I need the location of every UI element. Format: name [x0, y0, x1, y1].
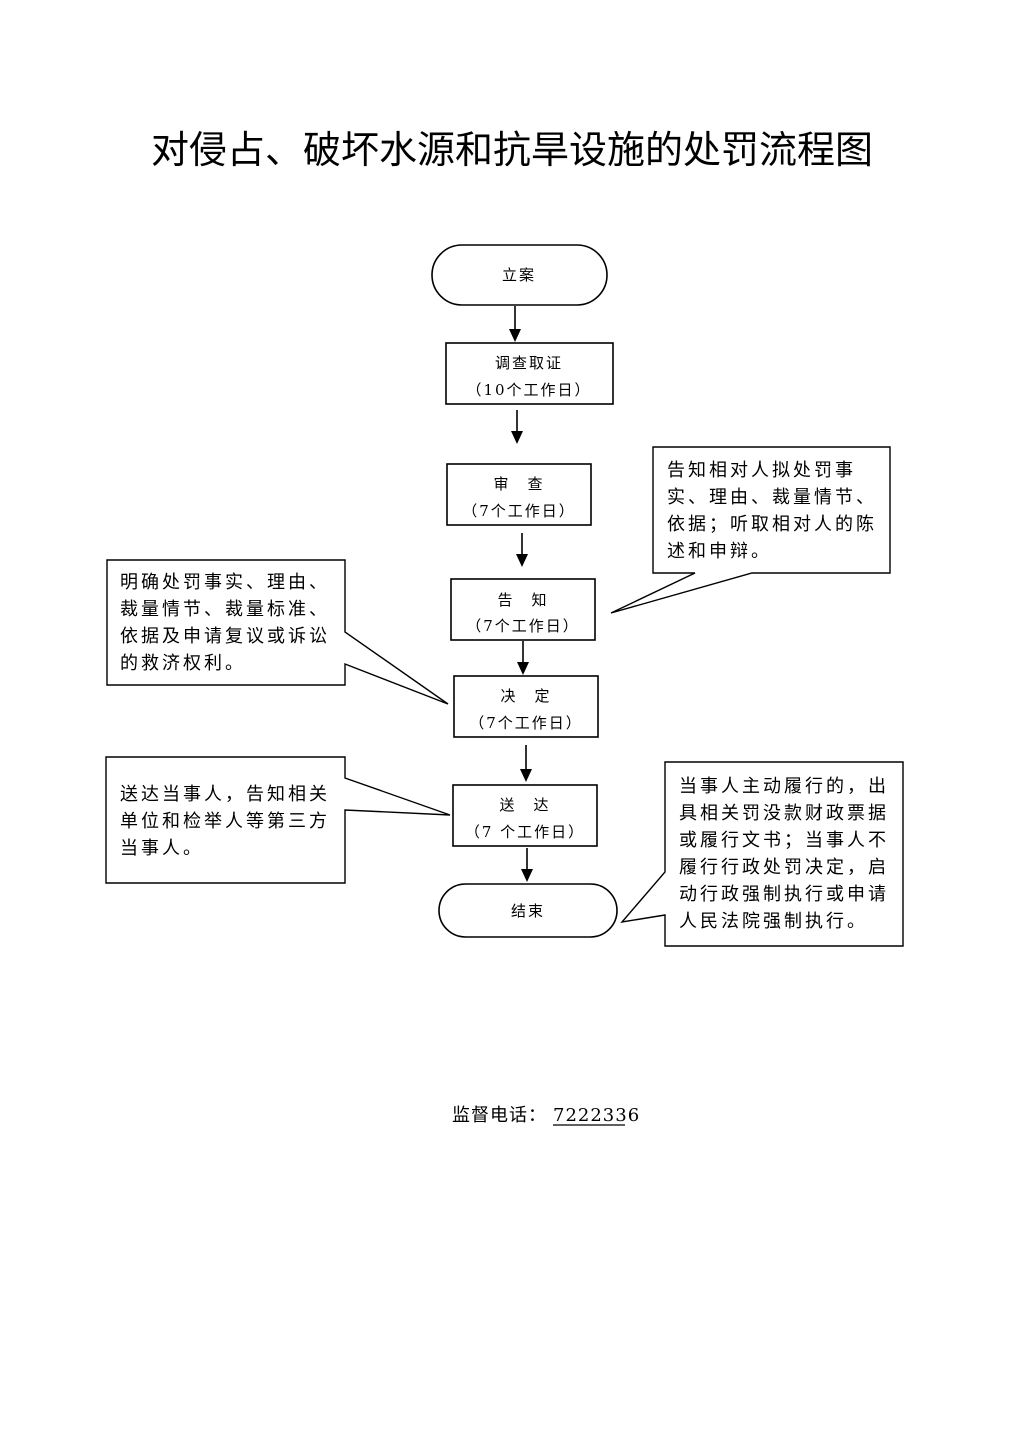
- note-jieshu-callout-shape: [620, 761, 904, 947]
- note-songda-line: 送达当事人，告知相关: [120, 784, 330, 805]
- arrowhead-icon: [516, 554, 528, 567]
- terminal-shape: [438, 883, 618, 938]
- node-duration: （7个工作日）: [469, 714, 583, 732]
- node-diaocha: 调查取证 （10个工作日）: [445, 342, 614, 405]
- note-songda: 送达当事人，告知相关 单位和检举人等第三方 当事人。: [105, 756, 451, 884]
- note-jieshu-line: 当事人主动履行的，出: [679, 776, 889, 797]
- node-label: 结束: [511, 902, 545, 920]
- note-gaozhi-line: 述和申辩。: [667, 541, 772, 562]
- note-jieshu-line: 动行政强制执行或申请: [679, 884, 889, 905]
- supervision-phone-number: 7222336: [553, 1105, 640, 1126]
- node-duration: （7个工作日）: [466, 617, 580, 635]
- arrowhead-icon: [521, 869, 533, 882]
- page-title: 对侵占、破坏水源和抗旱设施的处罚流程图: [151, 128, 873, 172]
- node-label: 送 达: [499, 796, 550, 814]
- node-jieshu: 结束: [438, 883, 618, 938]
- note-jueding: 明确处罚事实、理由、 裁量情节、裁量标准、 依据及申请复议或诉讼 的救济权利。: [106, 559, 449, 705]
- node-label: 告 知: [497, 591, 548, 609]
- edges: [509, 306, 533, 882]
- node-duration: （7 个工作日）: [465, 823, 585, 841]
- node-gaozhi: 告 知 （7个工作日）: [450, 578, 596, 641]
- arrowhead-icon: [520, 769, 532, 782]
- note-songda-line: 当事人。: [120, 838, 204, 859]
- note-jueding-line: 裁量情节、裁量标准、: [120, 599, 330, 620]
- node-lian: 立案: [431, 244, 608, 306]
- process-box: [446, 463, 592, 526]
- node-shencha: 审 查 （7个工作日）: [446, 463, 592, 526]
- note-jueding-line: 的救济权利。: [120, 653, 246, 674]
- note-jieshu-line: 或履行文书；当事人不: [679, 830, 889, 851]
- note-gaozhi-callout-shape: [610, 446, 891, 614]
- process-box: [452, 784, 598, 847]
- note-jieshu: 当事人主动履行的，出 具相关罚没款财政票据 或履行文书；当事人不 履行行政处罚决…: [620, 761, 904, 947]
- note-gaozhi-line: 依据；听取相对人的陈: [667, 514, 877, 535]
- node-label: 决 定: [500, 687, 551, 705]
- node-songda: 送 达 （7 个工作日）: [452, 784, 598, 847]
- arrowhead-icon: [509, 329, 521, 342]
- note-songda-line: 单位和检举人等第三方: [120, 811, 330, 832]
- note-gaozhi-line: 告知相对人拟处罚事: [667, 460, 856, 481]
- node-duration: （7个工作日）: [462, 502, 576, 520]
- note-jueding-callout-shape: [106, 559, 449, 705]
- node-label: 审 查: [493, 475, 544, 493]
- terminal-shape: [431, 244, 608, 306]
- note-jueding-line: 依据及申请复议或诉讼: [120, 626, 330, 647]
- arrowhead-icon: [511, 431, 523, 444]
- node-label: 调查取证: [495, 354, 563, 372]
- process-box: [450, 578, 596, 641]
- node-label: 立案: [502, 266, 536, 284]
- note-jieshu-line: 履行行政处罚决定，启: [679, 857, 889, 878]
- note-gaozhi-line: 实、理由、裁量情节、: [667, 487, 877, 508]
- node-duration: （10个工作日）: [466, 381, 591, 399]
- note-jieshu-line: 人民法院强制执行。: [679, 911, 868, 932]
- process-box: [445, 342, 614, 405]
- note-jueding-line: 明确处罚事实、理由、: [120, 572, 330, 593]
- arrowhead-icon: [517, 662, 529, 675]
- node-jueding: 决 定 （7个工作日）: [453, 675, 599, 738]
- supervision-phone-label: 监督电话：: [452, 1105, 547, 1126]
- note-songda-callout-shape: [105, 756, 451, 884]
- process-box: [453, 675, 599, 738]
- note-jieshu-line: 具相关罚没款财政票据: [679, 803, 889, 824]
- note-gaozhi: 告知相对人拟处罚事 实、理由、裁量情节、 依据；听取相对人的陈 述和申辩。: [610, 446, 891, 614]
- supervision-phone: 监督电话： 7222336: [452, 1105, 640, 1126]
